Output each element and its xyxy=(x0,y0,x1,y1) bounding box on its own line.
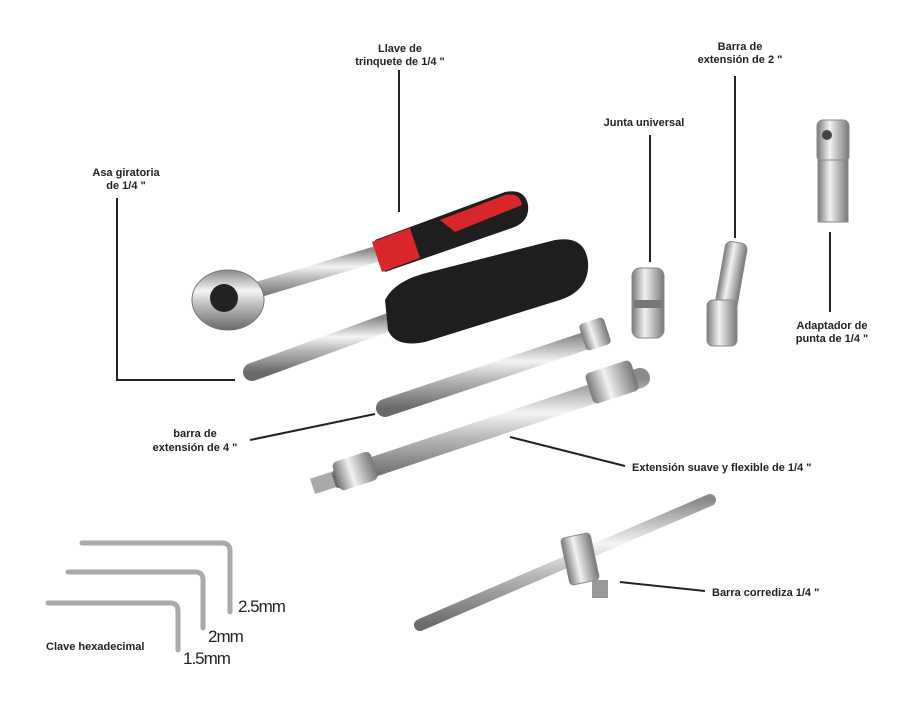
label-spinner-line1: Asa giratoria xyxy=(92,167,160,179)
label-extension-2-line1: Barra de xyxy=(718,41,763,53)
label-extension-4-line1: barra de xyxy=(173,428,216,440)
flexible-extension xyxy=(310,360,650,495)
label-bit-adapter-line1: Adaptador de xyxy=(797,320,868,332)
label-hex-size-2: 2mm xyxy=(208,627,244,646)
sliding-t-bar xyxy=(414,494,716,631)
label-bit-adapter-line2: punta de 1/4 " xyxy=(796,333,868,345)
label-hex-key: Clave hexadecimal xyxy=(46,641,144,653)
label-hex-size-2-5: 2.5mm xyxy=(238,597,286,616)
spinner-handle xyxy=(243,239,589,381)
label-extension-2-line2: extensión de 2 " xyxy=(698,54,783,66)
label-sliding-bar: Barra corrediza 1/4 " xyxy=(712,587,819,599)
universal-joint xyxy=(631,267,665,339)
extension-bar-2 xyxy=(706,241,748,347)
leader-lines xyxy=(116,70,831,592)
extension-bar-4 xyxy=(376,317,611,417)
label-ratchet-line2: trinquete de 1/4 " xyxy=(355,56,445,68)
hex-keys xyxy=(45,540,233,653)
label-universal-joint: Junta universal xyxy=(604,117,685,129)
label-extension-4-line2: extensión de 4 " xyxy=(153,442,238,454)
bit-adapter xyxy=(816,119,850,223)
label-flexible-extension: Extensión suave y flexible de 1/4 " xyxy=(632,462,811,474)
label-ratchet-line1: Llave de xyxy=(378,43,422,55)
label-hex-size-1-5: 1.5mm xyxy=(183,649,231,668)
label-spinner-line2: de 1/4 " xyxy=(106,180,145,192)
ratchet-wrench xyxy=(191,191,529,331)
